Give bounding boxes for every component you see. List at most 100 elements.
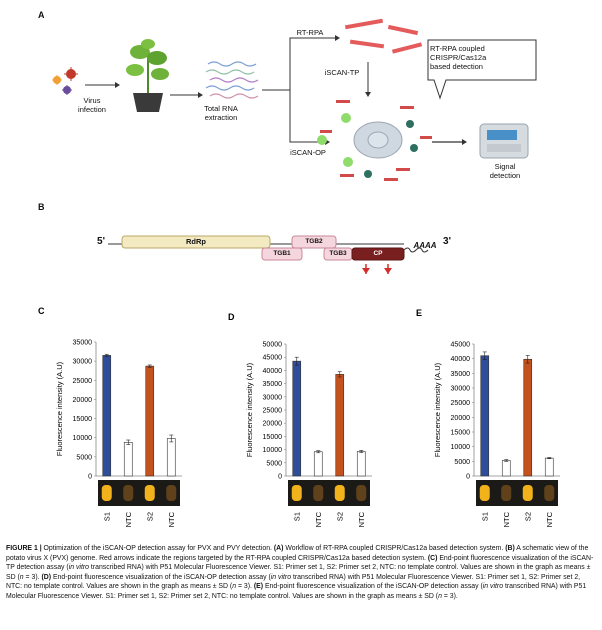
tube-ntc	[166, 485, 177, 501]
y-tick-label: 40000	[451, 356, 471, 363]
tube-ntc	[356, 485, 367, 501]
tube-s2	[144, 485, 155, 501]
bar-ntc	[123, 442, 133, 477]
caption-d-label: (D)	[41, 573, 52, 581]
x-category-label: NTC	[545, 511, 554, 527]
panel-a-letter: A	[38, 10, 45, 20]
y-tick-label: 15000	[73, 416, 93, 423]
y-tick-label: 5000	[266, 460, 282, 467]
figure-caption: FIGURE 1 | Optimization of the iSCAN-OP …	[6, 544, 596, 602]
bar-ntc	[544, 457, 554, 477]
y-tick-label: 45000	[263, 355, 283, 362]
bar-s2	[523, 358, 533, 477]
gene-tgb3: TGB3	[329, 250, 347, 257]
panel-letter-d: D	[228, 312, 235, 322]
panel-b-letter: B	[38, 202, 45, 212]
bar-s1	[292, 360, 302, 477]
caption-end: = 3).	[441, 592, 458, 600]
x-category-label: NTC	[502, 511, 511, 527]
y-tick-label: 25000	[73, 378, 93, 385]
y-tick-label: 15000	[451, 430, 471, 437]
x-category-label: NTC	[357, 511, 366, 527]
tube-s2	[334, 485, 345, 501]
x-category-label: S1	[480, 512, 489, 521]
bar-ntc	[501, 460, 511, 477]
y-tick-label: 30000	[263, 394, 283, 401]
x-category-label: S2	[145, 512, 154, 521]
x-category-label: NTC	[124, 511, 133, 527]
y-axis-label: Fluorescence intensity (A.U)	[245, 362, 254, 457]
caption-n-2: n	[232, 583, 237, 591]
caption-fig: FIGURE 1 |	[6, 545, 42, 552]
three-prime-label: 3'	[443, 236, 451, 247]
iscan-op-label: iSCAN-OP	[290, 148, 326, 157]
signal-detection-label: Signal detection	[489, 162, 521, 180]
tube-ntc	[544, 485, 555, 501]
caption-intro: Optimization of the iSCAN-OP detection a…	[41, 545, 274, 552]
caption-a-label: (A)	[273, 545, 284, 552]
tube-ntc	[123, 485, 134, 501]
x-category-label: S2	[335, 512, 344, 521]
bar-s1	[480, 355, 490, 477]
tube-s1	[101, 485, 112, 501]
caption-e1: End-point fluorescence visualization of …	[263, 583, 483, 591]
caption-c-label: (C)	[427, 554, 438, 562]
y-tick-label: 20000	[73, 397, 93, 404]
caption-d2: transcribed RNA) with P51 Molecular Fluo…	[6, 573, 581, 591]
caption-n-1: n	[19, 573, 24, 581]
pvx-genome-diagram	[108, 235, 429, 274]
amplicons-icon	[344, 18, 423, 54]
caption-n3-1: = 3).	[23, 573, 42, 581]
panel-letter-c: C	[38, 306, 45, 316]
y-tick-label: 0	[278, 474, 282, 481]
virus-icons	[52, 67, 78, 95]
panel-a-workflow	[52, 18, 537, 181]
gene-rdrp: RdRp	[186, 237, 206, 246]
five-prime-label: 5'	[97, 236, 105, 247]
y-tick-label: 35000	[263, 381, 283, 388]
poly-a-label: AAAA	[413, 241, 437, 250]
caption-a: Workflow of RT-RPA coupled CRISPR/Cas12a…	[283, 545, 506, 552]
caption-invitro-1: in vitro	[68, 564, 89, 572]
panel-letter-e: E	[416, 308, 422, 318]
caption-c2: transcribed RNA) with P51 Molecular Fluo…	[6, 564, 591, 581]
y-tick-label: 20000	[451, 415, 471, 422]
rt-rpa-label: RT-RPA	[296, 28, 324, 37]
caption-n3-2: = 3).	[236, 583, 254, 591]
y-tick-label: 40000	[263, 368, 283, 375]
bar-ntc	[356, 451, 366, 477]
y-axis-label: Fluorescence intensity (A.U)	[55, 361, 64, 456]
total-rna-label: Total RNA extraction	[204, 104, 238, 122]
caption-e-label: (E)	[253, 583, 264, 591]
callout-label: RT-RPA coupled CRISPR/Cas12a based detec…	[430, 44, 487, 71]
y-tick-label: 20000	[263, 421, 283, 428]
caption-b: A schematic view of the potato virus X (…	[6, 545, 589, 562]
x-category-label: NTC	[167, 511, 176, 527]
caption-invitro-2: in vitro	[270, 573, 292, 581]
iscan-tp-label: iSCAN-TP	[324, 68, 360, 77]
gene-tgb2: TGB2	[305, 238, 323, 245]
y-tick-label: 10000	[73, 435, 93, 442]
y-tick-label: 50000	[263, 342, 283, 349]
y-tick-label: 45000	[451, 342, 471, 349]
bar-s2	[145, 365, 155, 477]
bar-ntc	[166, 438, 176, 477]
x-category-label: S2	[523, 512, 532, 521]
y-tick-label: 0	[466, 474, 470, 481]
gene-cp: CP	[373, 250, 383, 257]
y-tick-label: 25000	[451, 400, 471, 407]
y-tick-label: 35000	[451, 371, 471, 378]
caption-n-3: n	[438, 592, 442, 600]
y-tick-label: 35000	[73, 340, 93, 347]
y-tick-label: 30000	[451, 386, 471, 393]
caption-invitro-3: in vitro	[482, 583, 504, 591]
tube-s1	[479, 485, 490, 501]
gene-tgb1: TGB1	[273, 250, 291, 257]
bar-ntc	[313, 451, 323, 477]
cas12a-complex-icon	[317, 100, 432, 181]
bar-charts: C05000100001500020000250003000035000Fluo…	[38, 306, 560, 527]
y-tick-label: 10000	[263, 447, 283, 454]
fluorescence-reader-icon	[479, 123, 529, 159]
caption-b-label: (B)	[505, 545, 515, 552]
y-tick-label: 25000	[263, 408, 283, 415]
